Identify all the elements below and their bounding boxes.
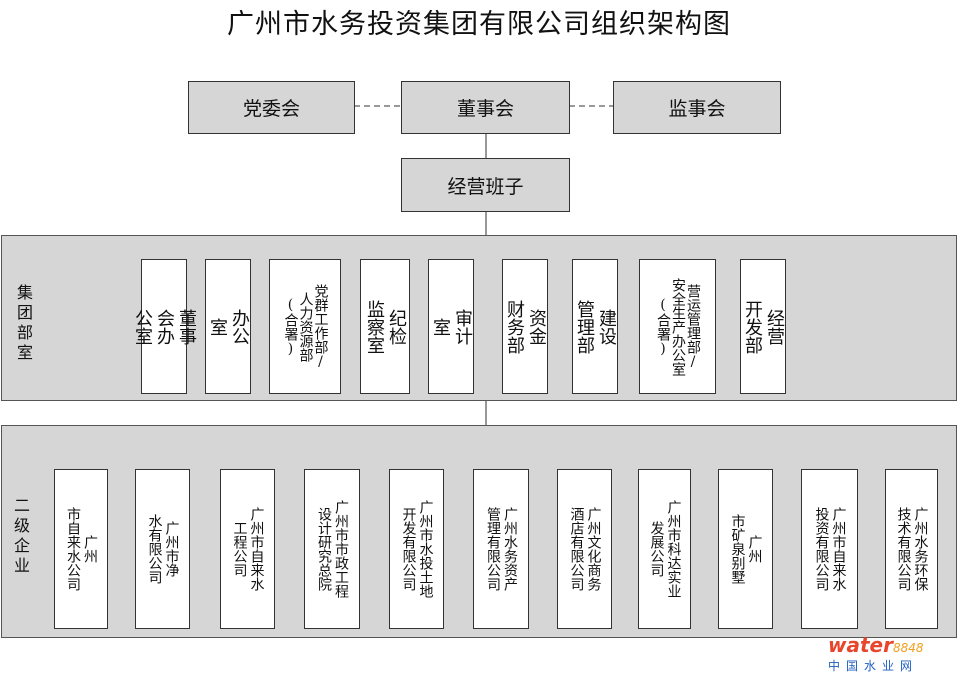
subsidiary-line: 广州水务资产	[502, 507, 518, 591]
subsidiary-culture-hotel: 广州文化商务 酒店有限公司	[557, 469, 612, 629]
subsidiary-water-investment: 广州市自来水 投资有限公司	[801, 469, 858, 629]
page-title: 广州市水务投资集团有限公司组织架构图	[227, 9, 731, 40]
subsidiary-line: 投资有限公司	[813, 507, 830, 591]
subsidiary-asset-management: 广州水务资产 管理有限公司	[473, 469, 529, 629]
subsidiary-line: 市矿泉别墅	[729, 514, 746, 584]
dept-audit: 审计 室	[428, 259, 474, 394]
subsidiaries-label: 二级企业	[13, 496, 30, 575]
management-team-box: 经营班子	[401, 158, 570, 212]
subsidiary-line: 广州市净	[163, 521, 180, 577]
subsidiary-line: 广州文化商务	[585, 507, 602, 591]
dept-line: 管理部	[574, 299, 595, 354]
subsidiary-line: 广州市水投土地	[417, 500, 434, 598]
dept-discipline-inspection: 纪检 监察室	[360, 259, 410, 394]
dept-line: 营运管理部/	[685, 283, 701, 370]
subsidiary-line: 广州水务环保	[912, 507, 929, 591]
subsidiary-line: 工程公司	[231, 521, 248, 577]
subsidiary-line: 广州	[746, 535, 763, 563]
watermark-logo: water8848 中国水业网	[828, 633, 956, 679]
dept-construction-management: 建设 管理部	[572, 259, 618, 394]
dept-operations-safety: 营运管理部/ 安全生产办公室 (合署)	[639, 259, 716, 394]
dept-line: 财务部	[504, 299, 525, 354]
subsidiary-line: 广州	[82, 535, 98, 563]
dept-party-hr: 党群工作部/ 人力资源部 (合署)	[269, 259, 341, 394]
subsidiary-mineral-spring-villa: 广州 市矿泉别墅	[718, 469, 773, 629]
subsidiary-line: 水有限公司	[146, 514, 163, 584]
dept-board-office: 董事 会办 公室	[132, 259, 197, 394]
dept-line: 审计	[452, 308, 473, 345]
subsidiary-line: 广州市自来水	[248, 507, 265, 591]
dept-line: 公室	[132, 308, 153, 345]
subsidiary-line: 市自来水公司	[65, 507, 81, 591]
subsidiary-environmental-tech: 广州水务环保 技术有限公司	[885, 469, 938, 629]
subsidiary-municipal-design-institute: 广州市市政工程 设计研究总院	[304, 469, 360, 629]
group-departments-label: 集团部室	[16, 283, 33, 362]
subsidiary-land-development: 广州市水投土地 开发有限公司	[389, 469, 444, 629]
subsidiary-line: 技术有限公司	[895, 507, 912, 591]
dept-finance: 资金 财务部	[502, 259, 548, 394]
subsidiary-line: 广州市科达实业	[665, 500, 682, 598]
dept-line: 党群工作部/	[312, 283, 329, 370]
subsidiary-water-engineering: 广州市自来水 工程公司	[220, 469, 275, 629]
dept-general-office: 办公 室	[205, 259, 251, 394]
subsidiary-line: 酒店有限公司	[568, 507, 585, 591]
dept-line: 监察室	[364, 299, 385, 354]
dept-line: 室	[207, 317, 228, 336]
dept-line: 安全生产办公室	[670, 277, 686, 376]
subsidiary-water-supply: 广州 市自来水公司	[54, 469, 108, 629]
dept-line: 建设	[596, 308, 617, 345]
subsidiary-line: 发展公司	[648, 521, 665, 577]
party-committee-box: 党委会	[188, 81, 355, 134]
dept-line: 人力资源部	[297, 291, 314, 362]
subsidiary-keda-industrial: 广州市科达实业 发展公司	[638, 469, 691, 629]
board-box: 董事会	[401, 81, 570, 134]
dept-line: 纪检	[386, 308, 407, 345]
subsidiary-line: 管理有限公司	[485, 507, 501, 591]
dept-line: 资金	[526, 308, 547, 345]
dept-line: 开发部	[742, 299, 763, 354]
dept-line: 会办	[154, 308, 175, 345]
dept-line: (合署)	[282, 296, 299, 357]
dept-line: 室	[430, 317, 451, 336]
supervisory-board-box: 监事会	[613, 81, 781, 134]
watermark-brand-a: water	[828, 633, 893, 657]
dept-business-development: 经营 开发部	[740, 259, 786, 394]
subsidiary-line: 广州市市政工程	[333, 500, 349, 598]
subsidiary-line: 设计研究总院	[316, 507, 332, 591]
subsidiary-line: 广州市自来水	[830, 507, 847, 591]
watermark-brand-c: 中国水业网	[828, 659, 919, 673]
subsidiary-water-purification: 广州市净 水有限公司	[135, 469, 190, 629]
subsidiary-line: 开发有限公司	[400, 507, 417, 591]
dept-line: 办公	[229, 308, 250, 345]
dept-line: 经营	[764, 308, 785, 345]
dept-line: (合署)	[655, 296, 671, 357]
dept-line: 董事	[176, 308, 197, 345]
watermark-brand-b: 8848	[892, 641, 924, 655]
